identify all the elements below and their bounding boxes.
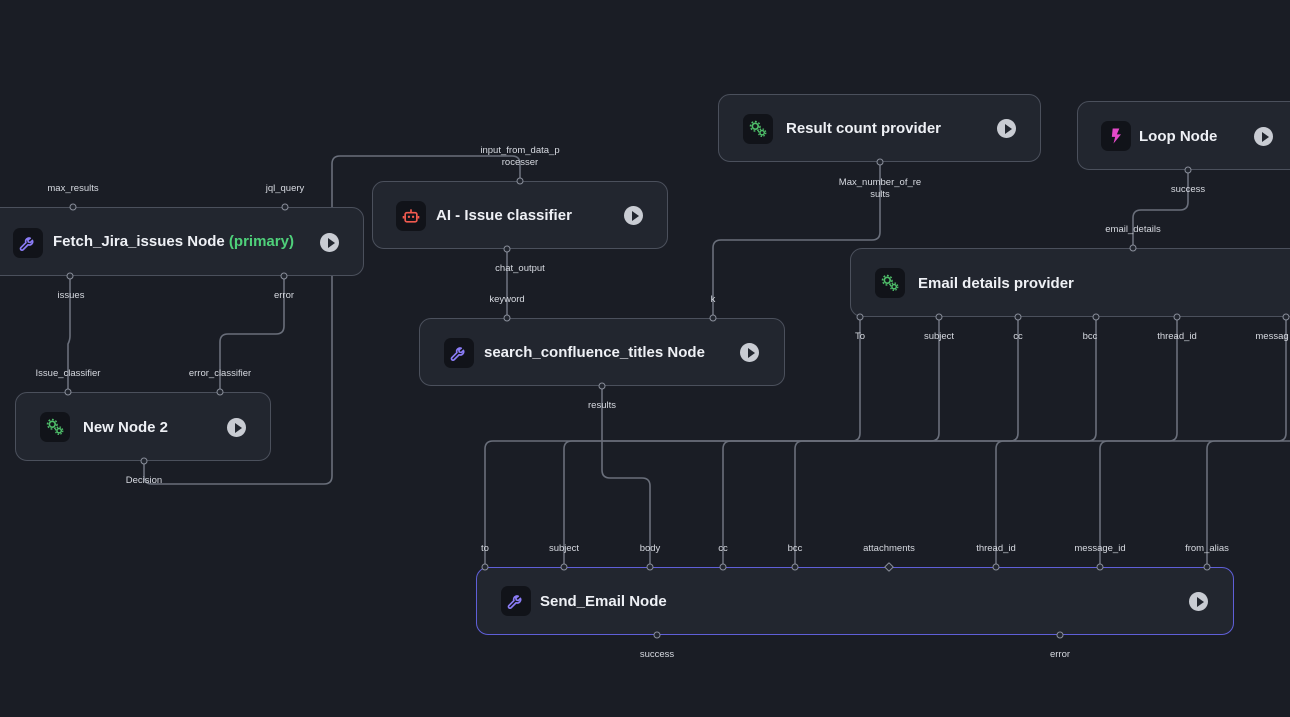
node-title: AI - Issue classifier [436, 207, 572, 224]
node-title: Fetch_Jira_issues Node (primary) [53, 233, 294, 250]
port-label-error-classifier: error_classifier [188, 368, 252, 379]
node-title: Send_Email Node [540, 593, 667, 610]
port-body-in[interactable] [646, 563, 654, 571]
port-label-bcc-out: bcc [1082, 331, 1098, 342]
port-email-details[interactable] [1129, 244, 1137, 252]
port-cc-out[interactable] [1014, 313, 1022, 321]
port-issues[interactable] [66, 272, 74, 280]
node-title: New Node 2 [83, 419, 169, 436]
port-label-chat-output: chat_output [495, 263, 545, 274]
gears-icon [40, 412, 70, 442]
port-label-max-number-of-results: Max_number_of_re sults [838, 177, 922, 200]
port-to-in[interactable] [481, 563, 489, 571]
lightning-icon [1101, 121, 1131, 151]
ai-issue-classifier-node[interactable]: AI - Issue classifier [372, 181, 668, 249]
port-jql-query[interactable] [281, 203, 289, 211]
port-label-error: error [273, 290, 295, 301]
play-icon[interactable] [1189, 592, 1208, 611]
port-label-issue-classifier: Issue_classifier [35, 368, 101, 379]
play-icon[interactable] [320, 233, 339, 252]
play-icon[interactable] [1254, 127, 1273, 146]
port-label-results: results [588, 400, 616, 411]
port-keyword[interactable] [503, 314, 511, 322]
port-label-body-in: body [639, 543, 661, 554]
port-results[interactable] [598, 382, 606, 390]
port-send-email-success[interactable] [653, 631, 661, 639]
port-label-k: k [710, 294, 716, 305]
port-message-id-in[interactable] [1096, 563, 1104, 571]
port-label-from-alias-in: from_alias [1185, 543, 1229, 554]
port-label-send-email-error: error [1049, 649, 1071, 660]
gears-icon [743, 114, 773, 144]
result-count-provider-node[interactable]: Result count provider [718, 94, 1041, 162]
new-node-2[interactable]: New Node 2 [15, 392, 271, 461]
port-issue-classifier[interactable] [64, 388, 72, 396]
port-label-send-email-success: success [639, 649, 675, 660]
node-title: Loop Node [1139, 128, 1218, 145]
wrench-icon [501, 586, 531, 616]
port-label-thread-id-out: thread_id [1157, 331, 1197, 342]
play-icon[interactable] [740, 343, 759, 362]
port-to-out[interactable] [856, 313, 864, 321]
port-label-message-out: messag [1255, 331, 1289, 342]
port-max-results[interactable] [69, 203, 77, 211]
send-email-node[interactable]: Send_Email Node [476, 567, 1234, 635]
search-confluence-titles-node[interactable]: search_confluence_titles Node [419, 318, 785, 386]
port-decision[interactable] [140, 457, 148, 465]
port-label-loop-success: success [1170, 184, 1206, 195]
play-icon[interactable] [227, 418, 246, 437]
port-max-number-of-results[interactable] [876, 158, 884, 166]
port-label-email-details: email_details [1105, 224, 1161, 235]
node-title: search_confluence_titles Node [484, 344, 705, 361]
node-title: Email details provider [918, 275, 1074, 292]
port-label-decision: Decision [125, 475, 163, 486]
port-message-out[interactable] [1282, 313, 1290, 321]
port-label-attachments-in: attachments [863, 543, 915, 554]
port-cc-in[interactable] [719, 563, 727, 571]
fetch-jira-issues-node[interactable]: Fetch_Jira_issues Node (primary) [0, 207, 364, 276]
port-label-input-from-data-processer: input_from_data_p rocesser [480, 145, 560, 168]
port-label-max-results: max_results [47, 183, 99, 194]
port-from-alias-in[interactable] [1203, 563, 1211, 571]
port-label-keyword: keyword [489, 294, 525, 305]
loop-node[interactable]: Loop Node [1077, 101, 1290, 170]
play-icon[interactable] [624, 206, 643, 225]
port-label-cc-in: cc [718, 543, 728, 554]
port-label-jql-query: jql_query [265, 183, 305, 194]
wrench-icon [13, 228, 43, 258]
port-thread-id-out[interactable] [1173, 313, 1181, 321]
port-send-email-error[interactable] [1056, 631, 1064, 639]
port-loop-success[interactable] [1184, 166, 1192, 174]
node-title: Result count provider [786, 120, 942, 137]
port-label-bcc-in: bcc [787, 543, 803, 554]
port-subject-in[interactable] [560, 563, 568, 571]
play-icon[interactable] [997, 119, 1016, 138]
port-k[interactable] [709, 314, 717, 322]
port-subject-out[interactable] [935, 313, 943, 321]
wrench-icon [444, 338, 474, 368]
primary-tag: (primary) [228, 233, 294, 250]
email-details-provider-node[interactable]: Email details provider [850, 248, 1290, 317]
port-input-from-data-processer[interactable] [516, 177, 524, 185]
port-error[interactable] [280, 272, 288, 280]
port-label-message-id-in: message_id [1074, 543, 1126, 554]
port-label-subject-in: subject [548, 543, 580, 554]
port-label-to-in: to [481, 543, 489, 554]
port-label-issues: issues [57, 290, 85, 301]
port-bcc-in[interactable] [791, 563, 799, 571]
port-label-thread-id-in: thread_id [976, 543, 1016, 554]
port-label-to-out: To [854, 331, 866, 342]
gears-icon [875, 268, 905, 298]
port-label-subject-out: subject [923, 331, 955, 342]
port-chat-output[interactable] [503, 245, 511, 253]
port-label-cc-out: cc [1013, 331, 1023, 342]
robot-icon [396, 201, 426, 231]
port-bcc-out[interactable] [1092, 313, 1100, 321]
port-error-classifier[interactable] [216, 388, 224, 396]
port-thread-id-in[interactable] [992, 563, 1000, 571]
